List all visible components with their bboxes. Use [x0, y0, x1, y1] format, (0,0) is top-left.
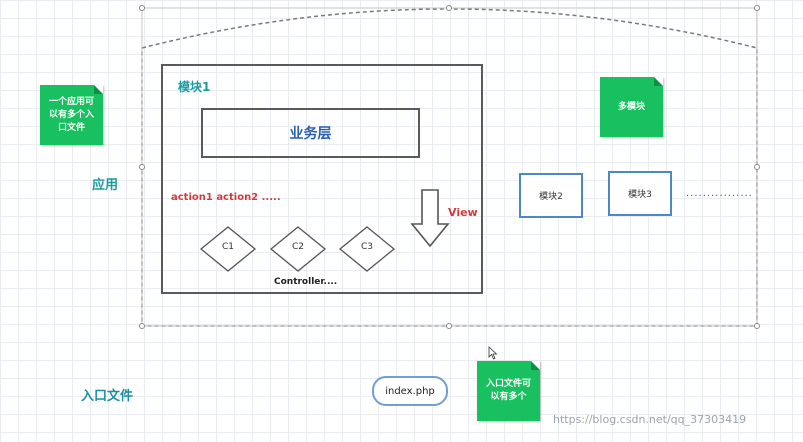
module1-label: 模块1	[178, 80, 211, 94]
multi-module-note: 多模块	[600, 77, 663, 137]
multi-module-note-text: 多模块	[617, 101, 645, 112]
module3-label: 模块3	[628, 190, 652, 200]
controller-c3-diamond	[338, 226, 396, 272]
actions-label: action1 action2 .....	[171, 192, 281, 203]
app-label: 应用	[92, 178, 119, 193]
controller-c2-diamond	[269, 226, 327, 272]
module1-box	[161, 64, 483, 294]
index-php-label: index.php	[385, 385, 435, 397]
mouse-cursor-icon	[488, 346, 498, 360]
controller-c2-label: C2	[291, 242, 304, 252]
view-label: View	[448, 206, 478, 219]
entry-multiple-note: 入口文件可以有多个	[477, 361, 540, 421]
controller-c3-label: C3	[360, 242, 373, 252]
view-arrow-icon	[410, 189, 450, 248]
module2-label: 模块2	[539, 192, 563, 202]
controller-label: Controller....	[274, 277, 338, 287]
controller-c1-label: C1	[221, 242, 234, 252]
more-modules-ellipsis: ................	[686, 188, 753, 199]
business-layer-label: 业务层	[289, 126, 332, 142]
business-layer-box: 业务层	[201, 108, 420, 158]
entry-files-label: 入口文件	[81, 389, 134, 404]
module3-box: 模块3	[608, 171, 672, 216]
entry-multiple-note-text: 入口文件可以有多个	[485, 379, 531, 402]
controller-c1-diamond	[199, 226, 257, 272]
module2-box: 模块2	[519, 173, 583, 218]
entry-files-note-text: 一个应用可以有多个入口文件	[48, 96, 94, 133]
watermark: https://blog.csdn.net/qq_37303419	[553, 413, 747, 426]
index-php-pill: index.php	[372, 376, 448, 406]
entry-files-note: 一个应用可以有多个入口文件	[40, 85, 103, 145]
